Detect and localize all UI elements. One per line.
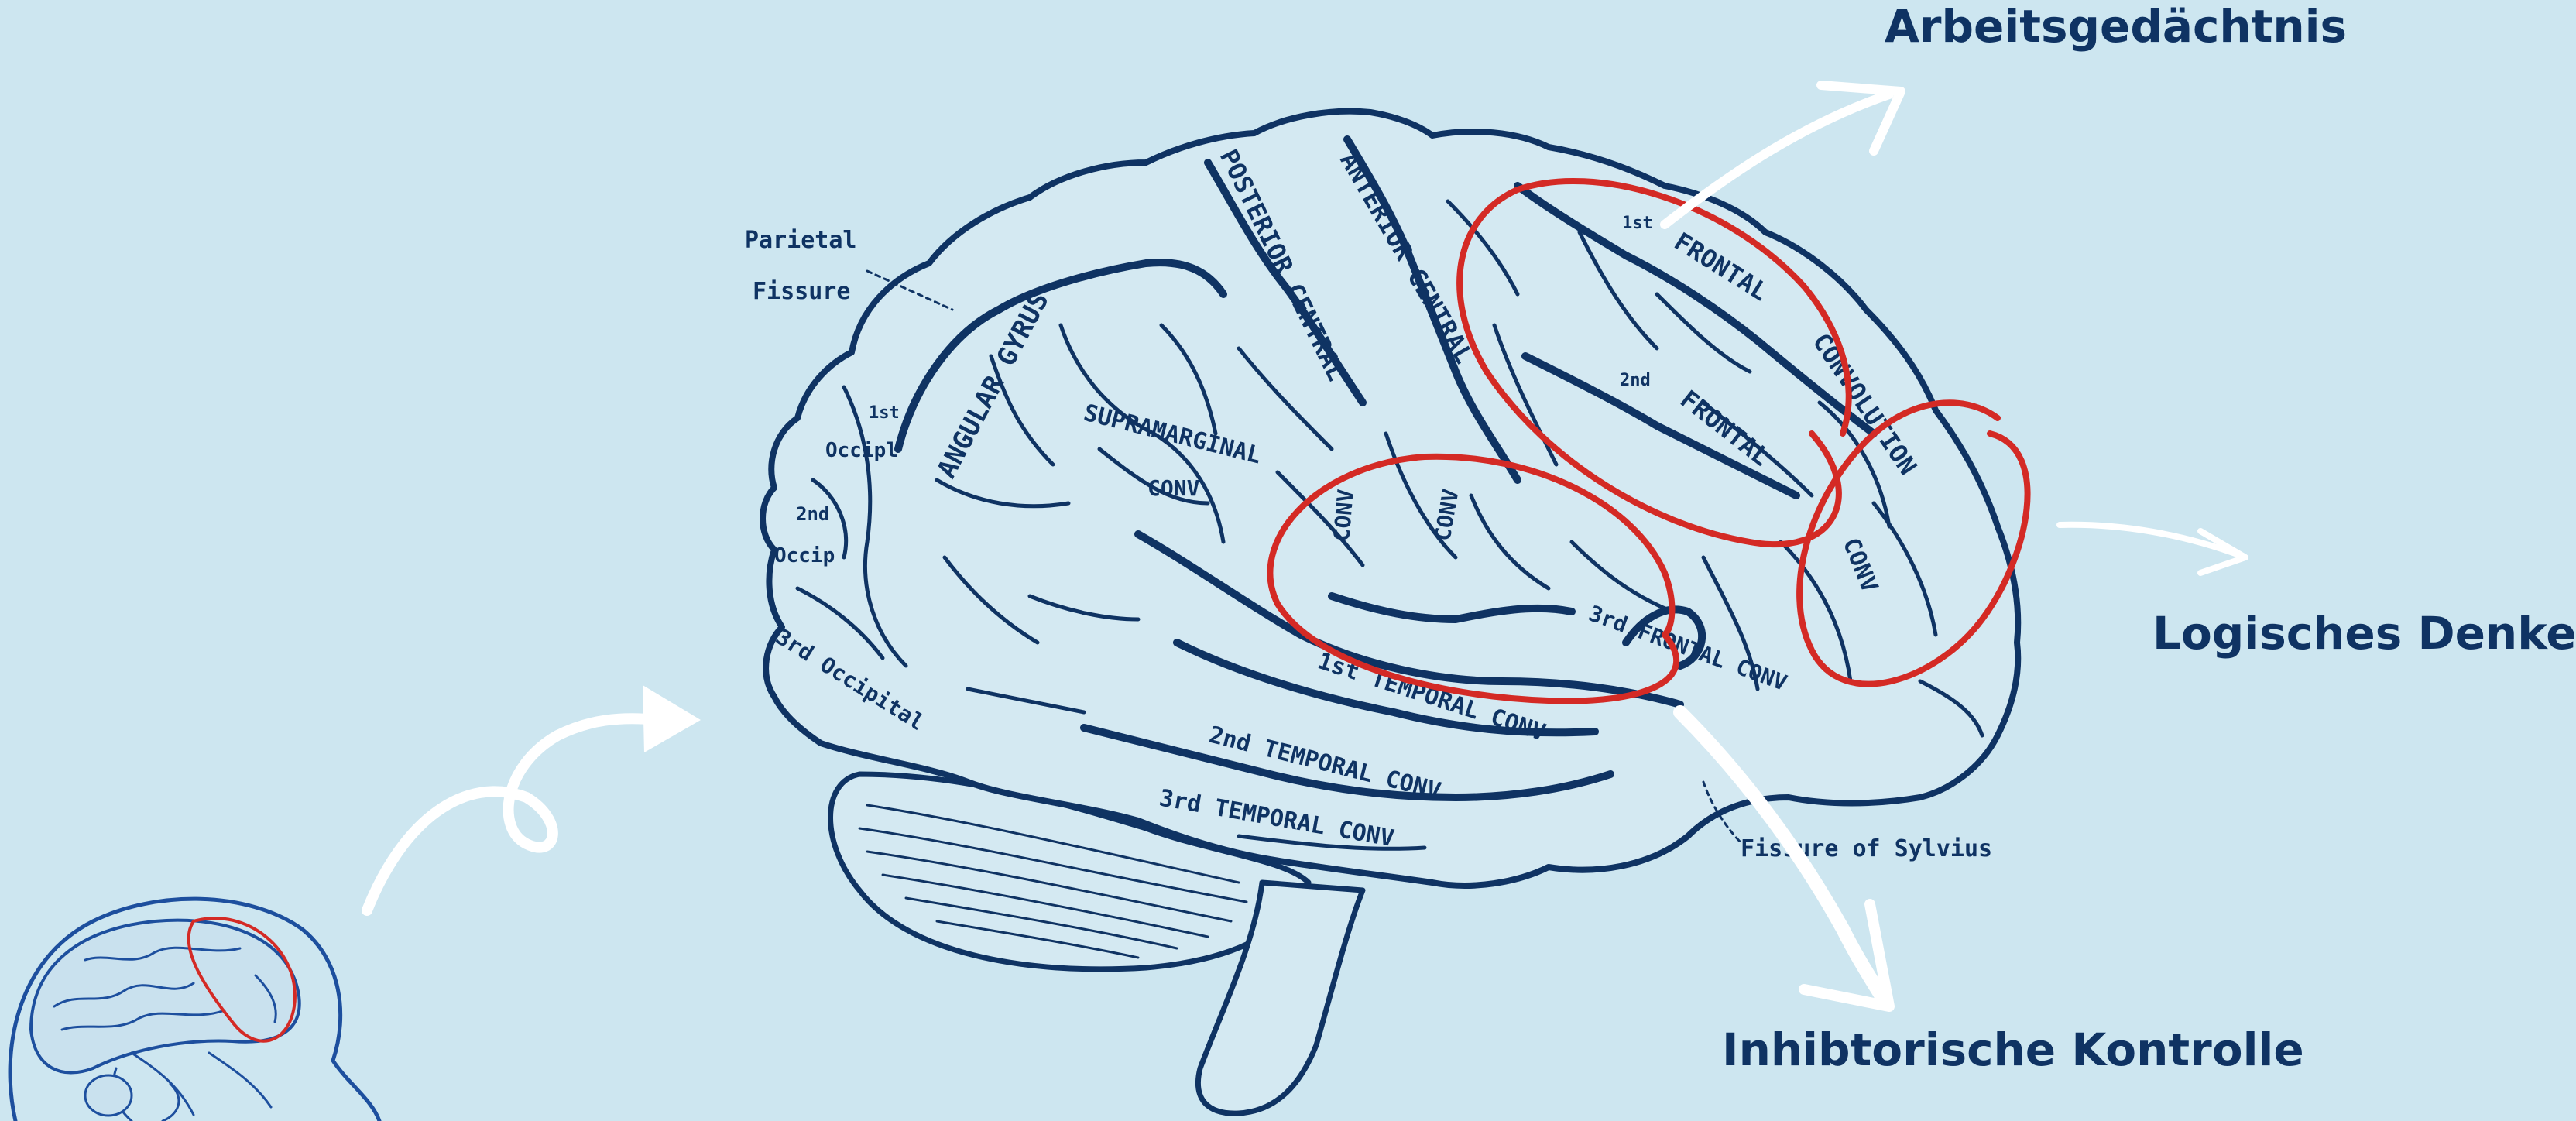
label-parietal: Parietal bbox=[745, 227, 857, 254]
label-conv-supra: CONV bbox=[1147, 475, 1200, 501]
label-conv-post: CONV bbox=[1329, 488, 1359, 542]
callout-working-memory: Arbeitsgedächtnis bbox=[1885, 0, 2347, 53]
label-occip-2b: Occip bbox=[774, 544, 835, 567]
label-fissure: Fissure bbox=[753, 278, 850, 305]
callout-logical-thinking: Logisches Denken bbox=[2152, 607, 2576, 660]
callout-inhibitory-control: Inhibtorische Kontrolle bbox=[1722, 1023, 2304, 1076]
label-second-sup: 2nd bbox=[1620, 371, 1651, 390]
arrow-from-thumbnail-head bbox=[643, 685, 701, 752]
label-occip-1b: Occipl bbox=[825, 439, 898, 462]
label-first-sup: 1st bbox=[1622, 214, 1653, 233]
brain-anatomy-illustration bbox=[763, 111, 2018, 1113]
arrow-from-thumbnail bbox=[367, 718, 658, 910]
label-occip-2: 2nd bbox=[796, 503, 829, 525]
label-occip-1: 1st bbox=[869, 403, 900, 423]
head-sagittal-brain-icon bbox=[10, 899, 379, 1121]
